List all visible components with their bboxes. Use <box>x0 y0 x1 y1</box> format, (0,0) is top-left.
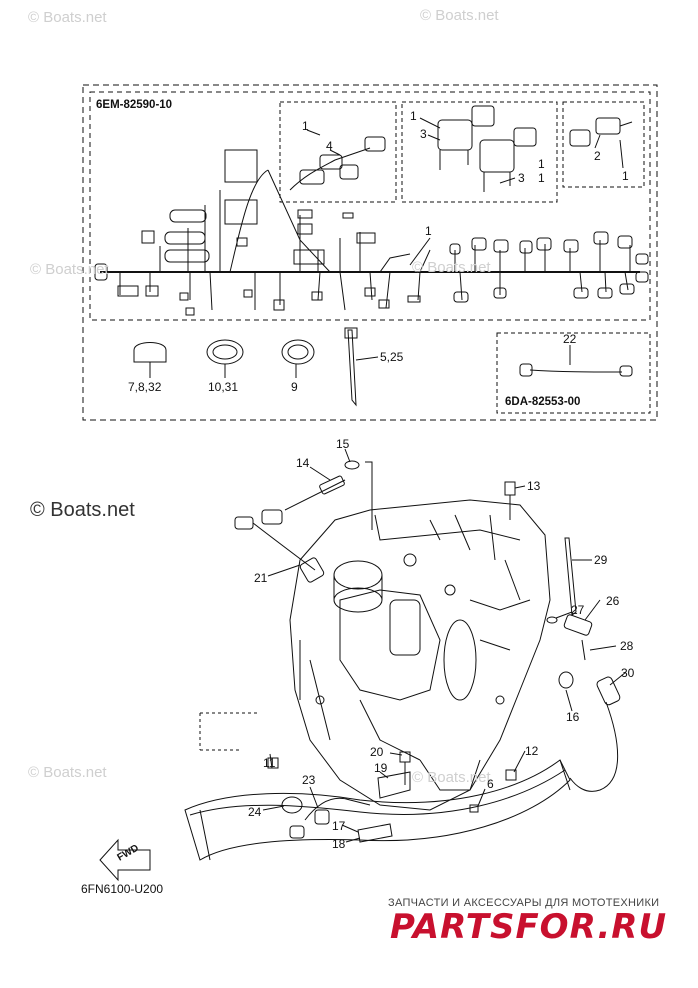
watermark-prominent: © Boats.net <box>30 499 135 521</box>
callout-23: 23 <box>302 773 316 787</box>
callout-10-31: 10,31 <box>208 380 239 394</box>
watermark: © Boats.net <box>412 259 491 276</box>
callout-1: 1 <box>410 109 417 123</box>
callout-1: 1 <box>302 119 309 133</box>
watermark: © Boats.net <box>420 7 499 24</box>
callout-5-25: 5,25 <box>380 350 404 364</box>
callout-24: 24 <box>248 805 262 819</box>
callout-2: 2 <box>594 149 601 163</box>
callout-1: 1 <box>538 157 545 171</box>
callout-27: 27 <box>571 603 585 617</box>
callout-21: 21 <box>254 571 268 585</box>
callout-16: 16 <box>566 710 580 724</box>
harness-part-code: 6EM-82590-10 <box>96 99 173 111</box>
callout-22: 22 <box>563 332 577 346</box>
shop-logo: PARTSFOR.RU <box>390 907 668 947</box>
sub-harness-part-code: 6DA-82553-00 <box>505 396 581 408</box>
callout-1: 1 <box>622 169 629 183</box>
callout-15: 15 <box>336 437 350 451</box>
callout-7-8-32: 7,8,32 <box>128 380 162 394</box>
callout-6: 6 <box>487 777 494 791</box>
callout-12: 12 <box>525 744 539 758</box>
callout-4: 4 <box>326 139 333 153</box>
callout-18: 18 <box>332 837 346 851</box>
callout-19: 19 <box>374 761 388 775</box>
callout-30: 30 <box>621 666 635 680</box>
callout-3: 3 <box>518 171 525 185</box>
watermark: © Boats.net <box>30 261 109 278</box>
callout-14: 14 <box>296 456 310 470</box>
callout-1: 1 <box>425 224 432 238</box>
figure-code: 6FN6100-U200 <box>81 882 164 896</box>
callout-29: 29 <box>594 553 608 567</box>
harness-outer-box <box>82 84 658 421</box>
callout-3: 3 <box>420 127 427 141</box>
watermark: © Boats.net <box>28 9 107 26</box>
fwd-arrow-shape <box>99 838 151 882</box>
callout-9: 9 <box>291 380 298 394</box>
watermark: © Boats.net <box>412 769 491 786</box>
watermark: © Boats.net <box>28 764 107 781</box>
callout-1: 1 <box>538 171 545 185</box>
callout-20: 20 <box>370 745 384 759</box>
shop-tagline: ЗАПЧАСТИ И АКСЕССУАРЫ ДЛЯ МОТОТЕХНИКИ <box>388 897 660 909</box>
callout-28: 28 <box>620 639 634 653</box>
callout-11: 11 <box>263 756 276 770</box>
callout-26: 26 <box>606 594 620 608</box>
callout-13: 13 <box>527 479 541 493</box>
callout-17: 17 <box>332 819 346 833</box>
